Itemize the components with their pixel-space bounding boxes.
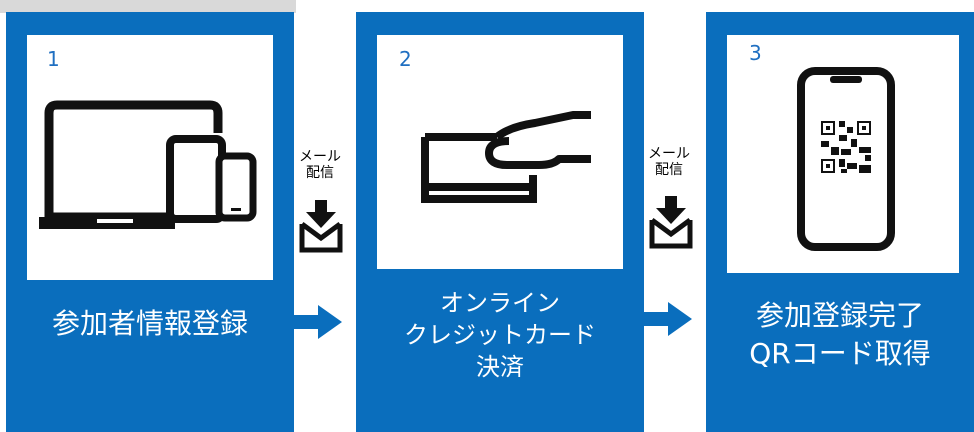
step-3-card: 3 <box>727 35 959 273</box>
step-2-caption: オンライン クレジットカード 決済 <box>356 287 644 383</box>
mail-download-icon <box>649 196 693 249</box>
step-2-number: 2 <box>399 47 412 71</box>
right-arrow-icon <box>294 305 342 339</box>
step-1-panel: 1 参加者情報登録 <box>6 12 294 432</box>
right-arrow-icon <box>644 302 692 336</box>
connector-1-label-line1: メール <box>299 149 341 165</box>
devices-icon <box>39 100 257 229</box>
step-2-panel: 2 オンライン クレジットカード 決済 <box>356 12 644 432</box>
connector-1-label-line2: 配信 <box>306 165 334 181</box>
step-3-number: 3 <box>749 41 762 65</box>
credit-card-icon <box>421 111 591 203</box>
step-3-caption: 参加登録完了 QRコード取得 <box>706 297 974 373</box>
step-1-caption: 参加者情報登録 <box>6 307 294 341</box>
phone-qr-icon <box>797 67 895 251</box>
step-2-caption-line-1: オンライン <box>440 289 560 317</box>
step-3-caption-line-2: QRコード取得 <box>749 337 931 370</box>
top-gray-bar <box>0 0 296 13</box>
step-1-card: 1 <box>27 35 273 280</box>
connector-1-label: メール 配信 <box>287 149 353 181</box>
step-3-caption-line-1: 参加登録完了 <box>755 299 924 332</box>
connector-2-label-line2: 配信 <box>655 162 683 178</box>
connector-2-label: メール 配信 <box>636 146 702 178</box>
step-2-caption-line-3: 決済 <box>476 353 524 381</box>
step-3-panel: 3 <box>706 12 974 432</box>
step-1-number: 1 <box>47 47 60 71</box>
connector-2-label-line1: メール <box>648 146 690 162</box>
step-1-caption-line: 参加者情報登録 <box>51 307 248 340</box>
mail-download-icon <box>299 200 343 253</box>
step-2-caption-line-2: クレジットカード <box>404 321 596 349</box>
step-2-card: 2 <box>377 35 623 269</box>
